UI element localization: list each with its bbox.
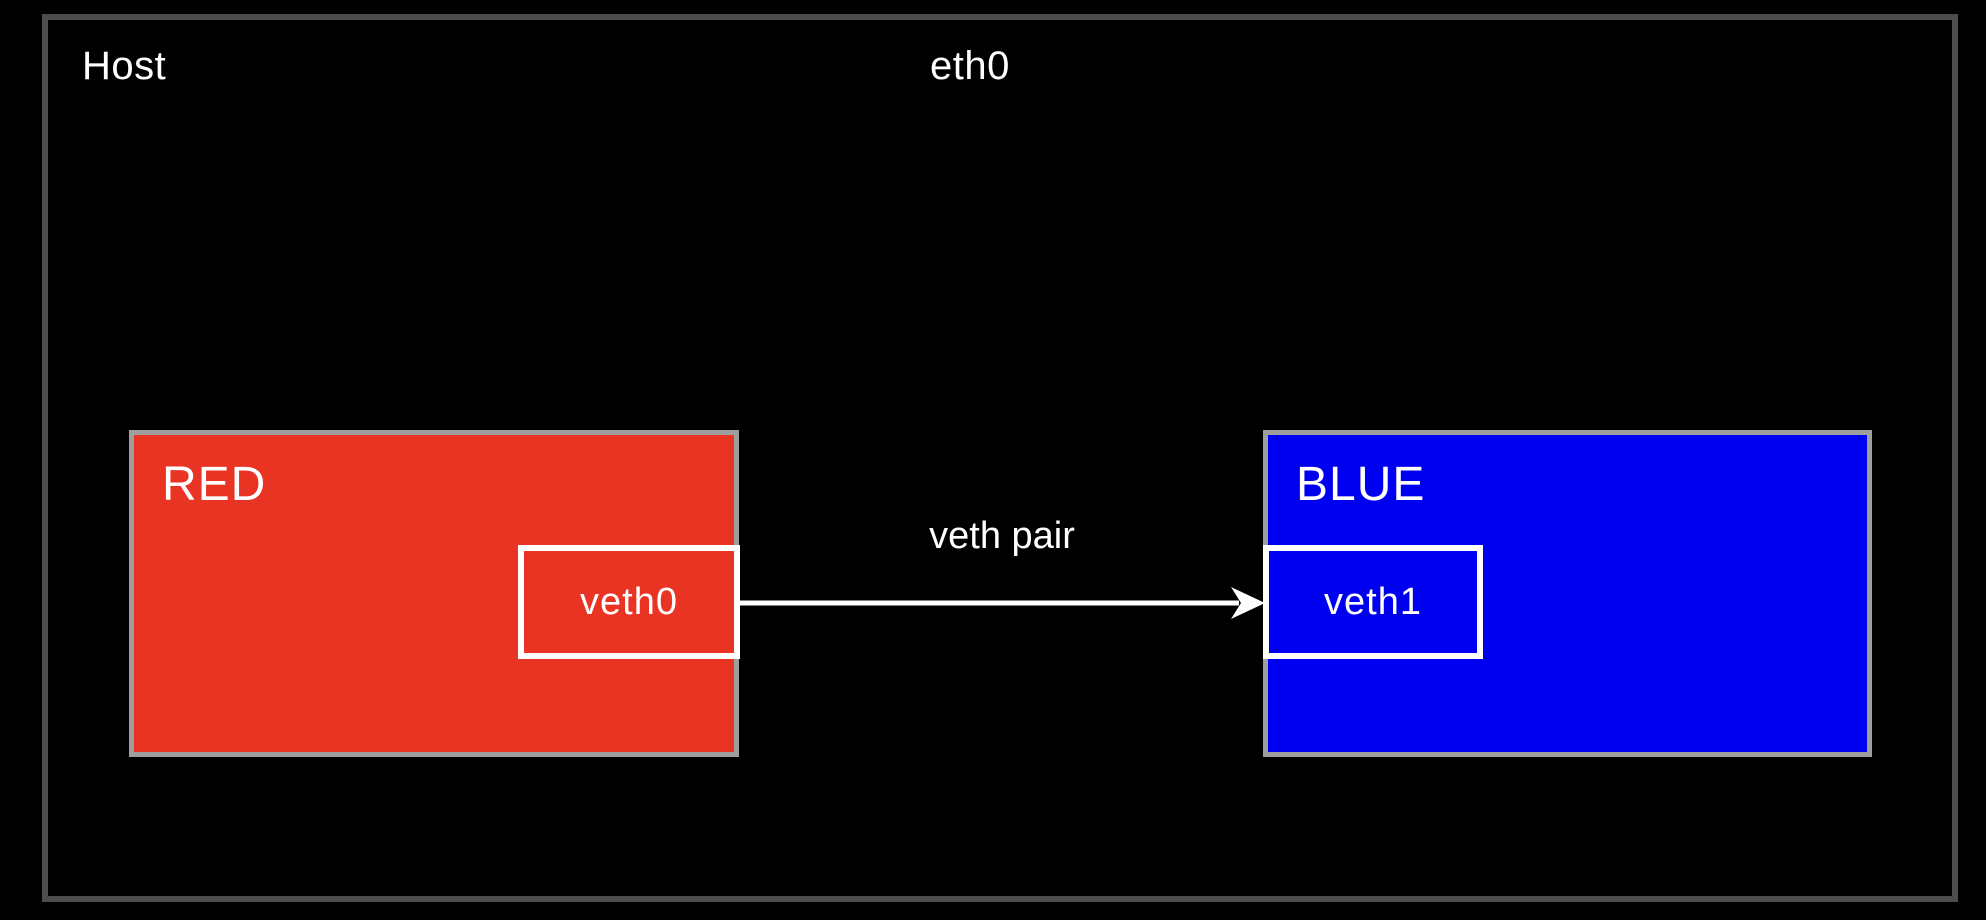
red-namespace-box: RED bbox=[129, 430, 739, 757]
arrow-head-icon bbox=[1231, 587, 1265, 619]
veth0-interface-box: veth0 bbox=[518, 545, 740, 659]
veth0-label: veth0 bbox=[580, 580, 678, 623]
host-label: Host bbox=[82, 44, 167, 88]
red-namespace-label: RED bbox=[162, 458, 267, 511]
veth1-label: veth1 bbox=[1324, 580, 1422, 623]
veth1-interface-box: veth1 bbox=[1263, 545, 1483, 659]
veth-pair-arrow bbox=[740, 587, 1265, 619]
eth0-label: eth0 bbox=[930, 44, 1010, 88]
blue-namespace-box: BLUE bbox=[1263, 430, 1872, 757]
blue-namespace-label: BLUE bbox=[1296, 458, 1426, 511]
host-container bbox=[42, 14, 1958, 902]
veth-pair-label: veth pair bbox=[929, 515, 1075, 557]
